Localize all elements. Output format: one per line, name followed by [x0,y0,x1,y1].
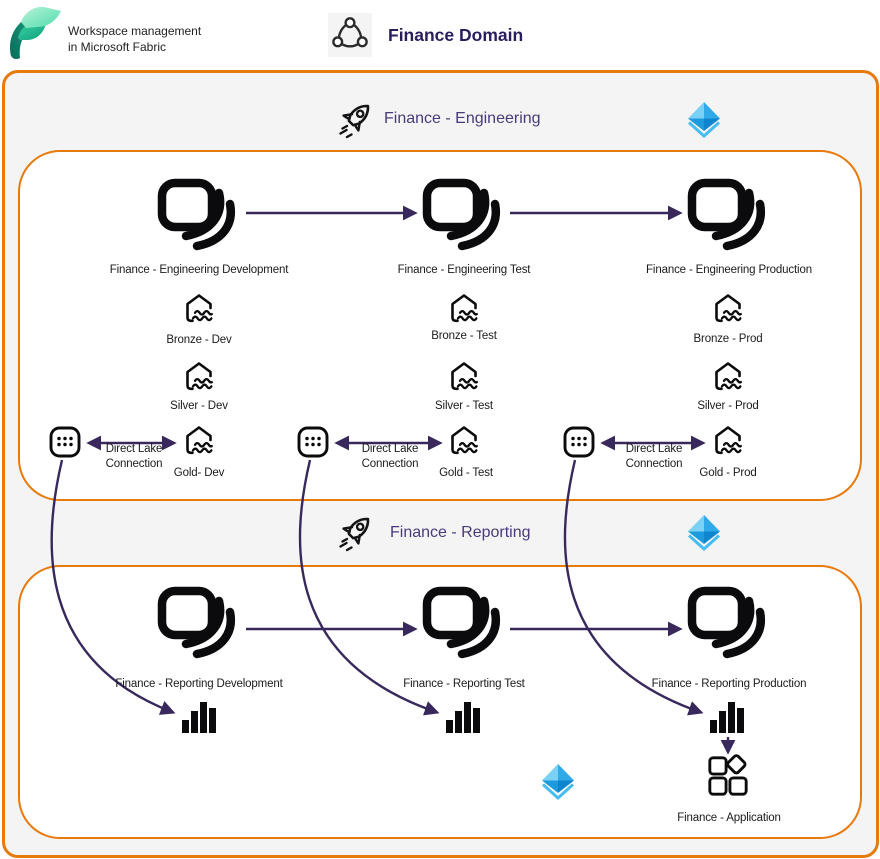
workspace-label: Finance - Reporting Development [115,678,283,690]
lakehouse-label: Gold - Test [439,467,493,479]
lakehouse-label: Silver - Dev [170,400,228,412]
workspace-stack-icon [687,586,771,662]
lakehouse-label: Bronze - Prod [693,333,763,345]
lakehouse-label: Gold- Dev [173,467,225,479]
workspace-stack-icon [422,586,506,662]
workspace-label: Finance - Engineering Production [646,264,812,276]
lakehouse-icon [181,292,217,328]
workspace-stack-icon [687,178,771,254]
persona-diamond-icon [538,762,578,802]
logo-caption: Workspace management in Microsoft Fabric [68,23,201,55]
connection-line1: Direct Lake [361,443,419,455]
lakehouse-icon [710,292,746,328]
rocket-icon [336,513,376,553]
workspace-label: Finance - Reporting Production [651,678,807,690]
lakehouse-icon [446,424,482,460]
workspace-label: Finance - Reporting Test [403,678,525,690]
lakehouse-icon [446,292,482,328]
lakehouse-label: Gold - Prod [699,467,757,479]
lakehouse-icon [710,424,746,460]
connection-line1: Direct Lake [105,443,163,455]
direct-lake-connection-label: Direct Lake Connection [106,442,163,472]
semantic-model-icon [46,423,84,461]
direct-lake-connection-label: Direct Lake Connection [362,442,419,472]
app-grid-icon [706,754,750,798]
lakehouse-label: Silver - Test [435,400,493,412]
lakehouse-label: Bronze - Dev [166,334,232,346]
semantic-model-icon [294,423,332,461]
lakehouse-icon [181,424,217,460]
domain-icon-box [328,13,372,57]
microsoft-fabric-logo [6,4,62,62]
connection-line2: Connection [625,458,683,470]
report-bar-chart-icon [444,699,484,735]
direct-lake-connection-label: Direct Lake Connection [626,442,683,472]
lakehouse-label: Silver - Prod [697,400,759,412]
application-label: Finance - Application [677,812,781,824]
workspace-label: Finance - Engineering Test [397,264,531,276]
reporting-section-title: Finance - Reporting [390,524,531,541]
semantic-model-icon [560,423,598,461]
workspace-stack-icon [422,178,506,254]
rocket-icon [336,100,376,140]
connection-line1: Direct Lake [625,443,683,455]
lakehouse-icon [181,360,217,396]
domain-icon [330,15,370,55]
lakehouse-label: Bronze - Test [431,330,497,342]
workspace-stack-icon [157,178,241,254]
lakehouse-icon [446,360,482,396]
logo-caption-line1: Workspace management [68,24,202,38]
workspace-label: Finance - Engineering Development [109,264,289,276]
workspace-stack-icon [157,586,241,662]
report-bar-chart-icon [180,699,220,735]
persona-diamond-icon [684,100,724,140]
connection-line2: Connection [105,458,163,470]
domain-title: Finance Domain [388,25,524,45]
connection-line2: Connection [361,458,419,470]
report-bar-chart-icon [708,699,748,735]
engineering-section-title: Finance - Engineering [384,110,541,127]
logo-caption-line2: in Microsoft Fabric [68,40,167,54]
lakehouse-icon [710,360,746,396]
persona-diamond-icon [684,513,724,553]
